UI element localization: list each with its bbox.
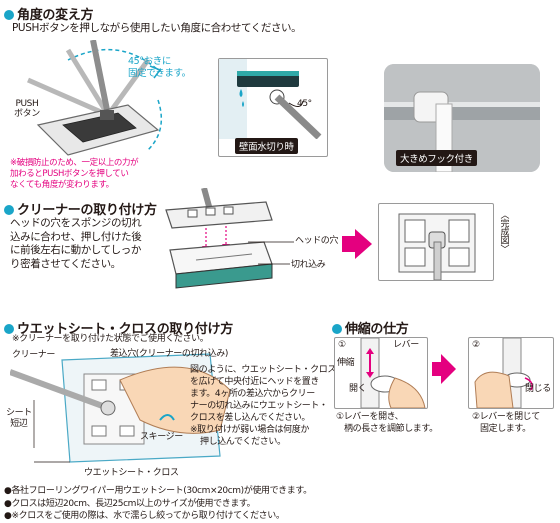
arrow-right-icon (342, 236, 356, 252)
step1-number: ① (338, 340, 346, 350)
extend-step2-illustration (474, 337, 533, 409)
extend-step1-box: ① 伸縮 レバー 開く (334, 337, 428, 409)
wet-subnote: ※クリーナーを取り付けた状態でご使用ください。 (12, 334, 209, 344)
angle-mop-illustration (26, 40, 163, 156)
wet-bullets: ●各社フローリングワイパー用ウエットシート(30cm×20cm)が使用できます。… (4, 485, 312, 523)
step2-caption: ②レバーを閉じて 固定します。 (472, 412, 540, 434)
arrow-right-head (355, 229, 372, 259)
open-label: 開く (349, 384, 367, 394)
extend-step2-box: ② 閉じる (468, 337, 554, 409)
angle-description: PUSHボタンを押しながら使用したい角度に合わせてください。 (12, 22, 302, 34)
arrow-right-icon (432, 362, 442, 376)
squeegee-label: スキージー (140, 432, 183, 442)
completed-illustration (398, 213, 476, 281)
stretch-label: 伸縮 (337, 358, 355, 368)
lever-label: レバー (393, 340, 419, 350)
sheet-side-label: シート 短辺 (6, 408, 32, 429)
section-bullet-icon (332, 324, 342, 334)
cleaner-attach-illustration (165, 188, 273, 289)
wet-sheet-illustration (10, 353, 231, 463)
wall-squeegee-illustration (219, 59, 322, 140)
angle-step-note: 45°おきに 固定できます。 (128, 56, 191, 79)
arrow-right-head (441, 354, 456, 384)
section-bullet-icon (4, 205, 14, 215)
cleaner-description: ヘッドの穴をスポンジの切れ 込みに合わせ、押し付けた後 に前後左右に動かしてしっ… (10, 217, 142, 270)
completed-label: 〈完成図〉 (498, 210, 509, 254)
wet-body-text: 図のように、ウエットシート・クロス を広げて中央付近にヘッドを置き ます。4ヶ所… (190, 365, 336, 447)
section-bullet-icon (4, 324, 14, 334)
hook-caption: 大きめフック付き (396, 150, 477, 166)
angle-section-title: 角度の変え方 (4, 4, 94, 23)
bullet-item: ●各社フローリングワイパー用ウエットシート(30cm×20cm)が使用できます。 (4, 486, 312, 496)
completed-image-box (378, 203, 494, 281)
section-bullet-icon (4, 10, 14, 20)
leader-lines (248, 241, 294, 265)
extend-section-title: 伸縮の仕方 (332, 318, 409, 337)
bullet-item: ●※クロスをご使用の際は、水で濡らし絞ってから取り付けてください。 (4, 511, 285, 521)
cloth-label: ウエットシート・クロス (84, 468, 179, 478)
push-button-label: PUSH ボタン (14, 99, 40, 119)
insert-hole-label: 差込穴(クリーナーの切れ込み) (110, 349, 229, 359)
step1-caption: ①レバーを開き、 柄の長さを調節します。 (336, 412, 438, 434)
wet-section-title: ウエットシート・クロスの取り付け方 (4, 318, 233, 337)
notch-label: 切れ込み (291, 260, 326, 270)
wall-caption: 壁面水切り時 (235, 138, 298, 154)
head-hole-label: ヘッドの穴 (295, 236, 339, 246)
angle-warning: ※破損防止のため、一定以上の力が 加わるとPUSHボタンを押してい なくても角度… (10, 158, 139, 190)
wall-image-box: 45° 壁面水切り時 (218, 58, 328, 157)
hook-photo: 大きめフック付き (384, 64, 540, 172)
cleaner-label: クリーナー (12, 350, 56, 360)
bullet-item: ●クロスは短辺20cm、長辺25cm以上のサイズが使用できます。 (4, 498, 256, 509)
close-label: 閉じる (525, 384, 551, 394)
step2-number: ② (472, 340, 480, 350)
cleaner-section-title: クリーナーの取り付け方 (4, 199, 157, 218)
extend-step1-illustration (360, 337, 426, 409)
